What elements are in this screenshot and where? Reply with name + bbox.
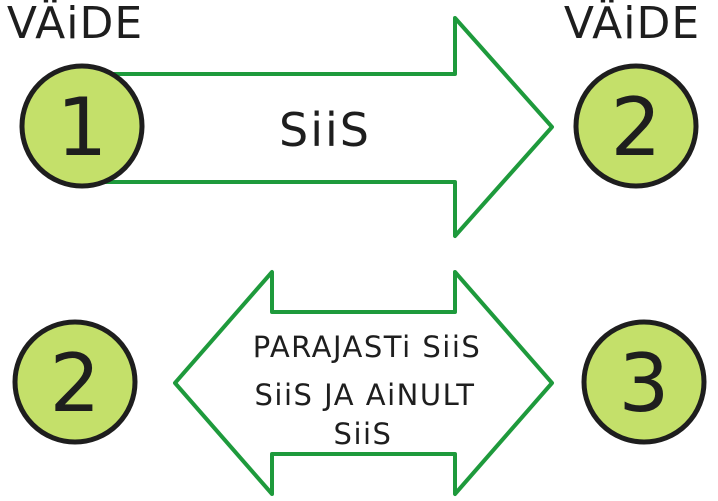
equivalence-label-line1: PARAJASTi SiiS [253, 330, 482, 364]
implication-arrow [85, 16, 554, 238]
statement-circle-bottom-right: 3 [581, 319, 707, 445]
statement-circle-bottom-left: 2 [12, 319, 138, 445]
statement-circle-top-right: 2 [573, 63, 699, 189]
statement-number: 2 [611, 81, 662, 174]
statement-number: 1 [57, 81, 108, 174]
statement-number: 3 [619, 337, 670, 430]
statement-circle-top-left: 1 [19, 63, 145, 189]
equivalence-label-line2: SiiS JA AiNULT [255, 378, 476, 412]
equivalence-label-line3: SiiS [334, 417, 393, 451]
statement-number: 2 [50, 337, 101, 430]
header-left-label: VÄiDE [7, 0, 143, 49]
header-right-label: VÄiDE [564, 0, 700, 49]
equivalence-arrow [173, 270, 554, 496]
implication-label: SiiS [279, 103, 371, 157]
